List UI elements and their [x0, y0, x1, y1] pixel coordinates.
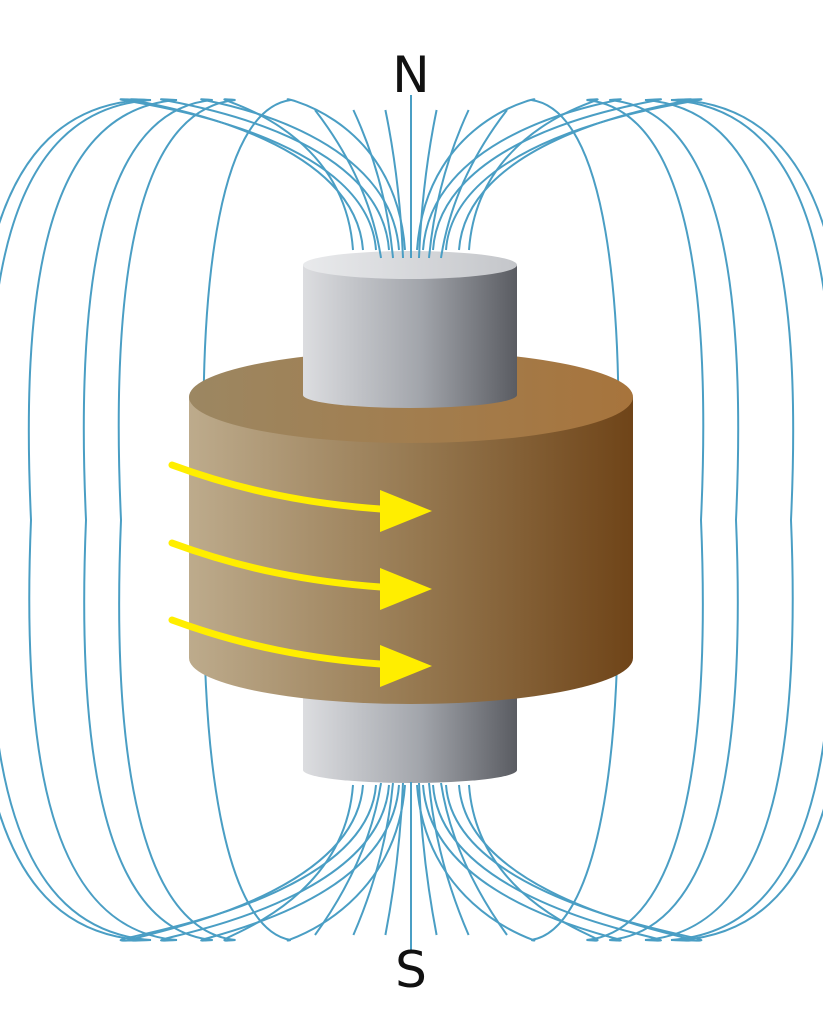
field-line-10: [458, 98, 823, 942]
field-line-5: [27, 98, 390, 942]
field-line-top-fan-6: [440, 109, 508, 259]
field-line-bottom-fan-3: [384, 782, 404, 936]
field-line-bottom-fan-6: [440, 782, 508, 936]
field-line-8: [445, 98, 823, 942]
field-line-top-fan-3: [384, 109, 404, 259]
field-line-bottom-fan-1: [314, 782, 382, 936]
current-arrows: [168, 461, 432, 687]
current-arrow-shaft-1: [168, 461, 399, 514]
lower-core: [303, 690, 517, 783]
field-line-top-fan-4: [418, 109, 438, 259]
field-line-4: [422, 98, 740, 942]
field-line-9: [0, 98, 364, 942]
field-line-top-fan-2: [352, 109, 394, 259]
field-line-bottom-fan-5: [428, 782, 470, 936]
field-line-6: [432, 98, 795, 942]
field-line-bottom-fan-4: [418, 782, 438, 936]
field-lines-front: [314, 95, 508, 950]
field-line-11: [117, 98, 354, 942]
current-arrow-icon-1: [380, 490, 432, 532]
coil-winding-icon: [189, 351, 633, 704]
south-pole-label: S: [395, 941, 427, 999]
iron-core-icon: [303, 251, 517, 408]
north-pole-label: N: [392, 46, 429, 104]
current-arrow-icon-3: [380, 645, 432, 687]
field-line-top-fan-5: [428, 109, 470, 259]
field-line-12: [468, 98, 705, 942]
field-line-7: [0, 98, 377, 942]
current-arrow-icon-2: [380, 568, 432, 610]
field-line-bottom-fan-2: [352, 782, 394, 936]
field-line-top-fan-1: [314, 109, 382, 259]
field-lines: [0, 98, 823, 942]
current-arrow-shaft-3: [168, 616, 399, 669]
current-arrow-shaft-2: [168, 539, 399, 592]
field-line-3: [82, 98, 400, 942]
